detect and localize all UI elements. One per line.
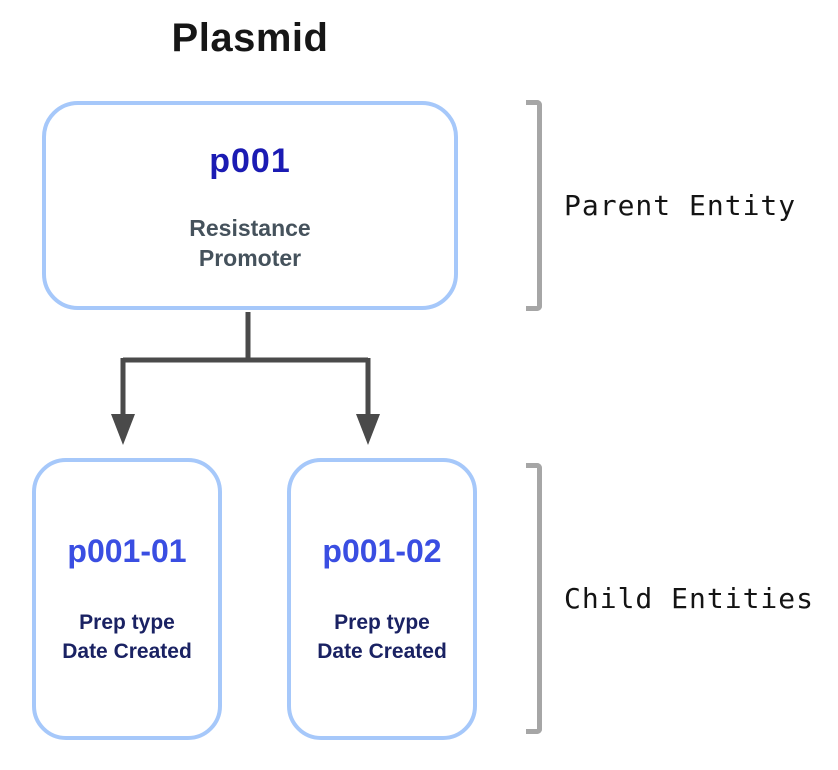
diagram-title: Plasmid — [171, 16, 329, 60]
parent-attribute-2: Promoter — [198, 245, 302, 271]
child-1-attribute-2: Date Created — [62, 640, 192, 663]
down-arrow-right-icon — [356, 414, 380, 445]
down-arrow-left-icon — [111, 414, 135, 445]
parent-entity-id: p001 — [209, 142, 291, 180]
parent-entity-attributes: Resistance Promoter — [46, 213, 454, 273]
child-entity-2-attributes: Prep type Date Created — [291, 608, 473, 666]
child-entity-box-2: p001-02 Prep type Date Created — [287, 458, 477, 740]
child-bracket-label: Child Entities — [564, 582, 815, 615]
child-entity-box-1: p001-01 Prep type Date Created — [32, 458, 222, 740]
child-entity-2-id: p001-02 — [322, 533, 442, 569]
child-1-attribute-1: Prep type — [79, 611, 175, 634]
child-bracket — [526, 463, 542, 734]
parent-entity-box: p001 Resistance Promoter — [42, 101, 458, 310]
child-entity-1-attributes: Prep type Date Created — [36, 608, 218, 666]
parent-attribute-1: Resistance — [189, 215, 311, 241]
connector-arrows — [111, 312, 380, 445]
child-2-attribute-1: Prep type — [334, 611, 430, 634]
parent-bracket — [526, 100, 542, 311]
parent-bracket-label: Parent Entity — [564, 189, 797, 222]
child-2-attribute-2: Date Created — [317, 640, 447, 663]
child-entity-1-id: p001-01 — [67, 533, 187, 569]
